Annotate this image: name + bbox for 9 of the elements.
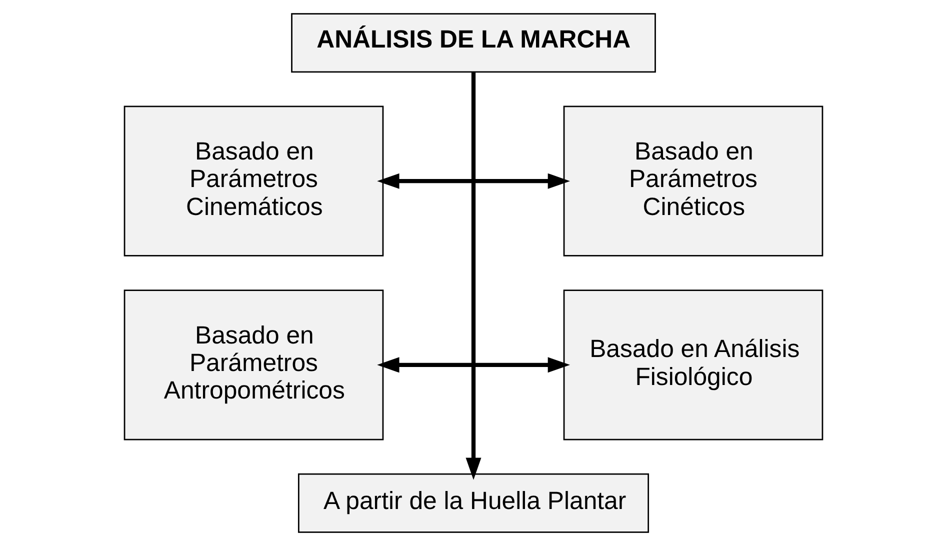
arrow (466, 72, 482, 480)
node-box: Basado en Análisis Fisiológico (563, 290, 824, 440)
node-box: Basado en Parámetros Cinemáticos (124, 106, 384, 256)
arrow (377, 173, 570, 189)
node-box: Basado en Parámetros Cinéticos (563, 106, 824, 256)
arrow (377, 357, 570, 373)
node-box: Basado en Parámetros Antropométricos (124, 290, 384, 440)
node-box: A partir de la Huella Plantar (298, 473, 650, 533)
node-box: ANÁLISIS DE LA MARCHA (291, 13, 656, 73)
